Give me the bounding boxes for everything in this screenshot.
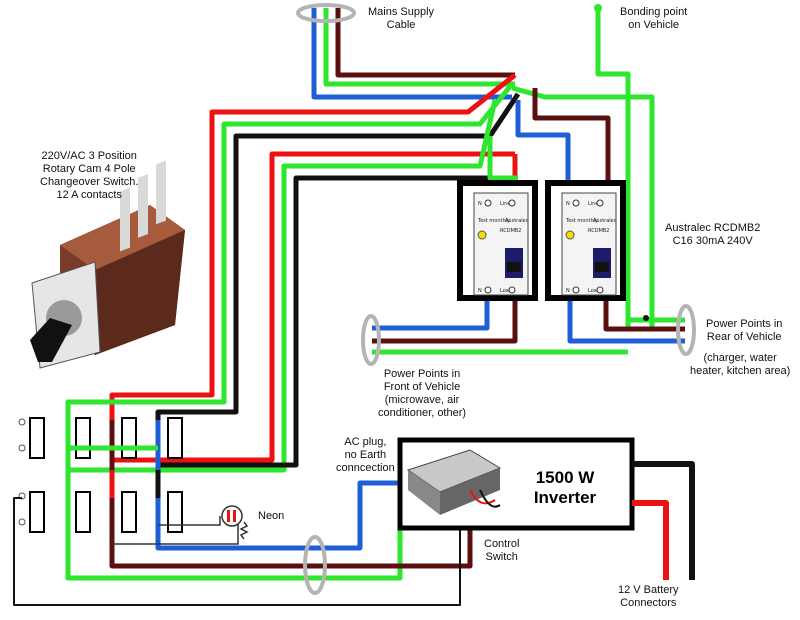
neon-indicator [111, 505, 249, 545]
mains-active-wire [335, 8, 515, 78]
bonding-earth-wires [511, 8, 655, 330]
svg-text:N: N [566, 201, 570, 207]
inverter-cable-ring [303, 535, 327, 595]
inverter-unit [397, 437, 635, 531]
rcd-line-label: Line [500, 201, 510, 207]
switch-feed-wires [65, 73, 521, 473]
svg-text:Line: Line [588, 201, 598, 207]
front-power-wires [372, 298, 628, 355]
neon-label: Neon [258, 510, 285, 522]
black-feed-wire-2 [158, 175, 518, 468]
rcd-unit-front: N Line Test monthly Australec RCDMB2 N L… [457, 180, 538, 301]
black-feed-wire [155, 92, 521, 420]
green-feed-wire-2 [68, 99, 498, 473]
rcd-load-label: Load [500, 288, 512, 294]
mains-supply-wires [311, 8, 515, 100]
rcd-unit-rear: N Line Test monthly Australec RCDMB2 N L… [545, 180, 626, 301]
battery-wires [632, 461, 695, 580]
mains-cable-ring [296, 3, 356, 23]
rear-power-ring [676, 304, 696, 356]
svg-text:Australec: Australec [593, 218, 617, 224]
red-feed-wire-2 [112, 151, 515, 463]
rcd-n-bottom: N [478, 288, 482, 294]
bonding-point-dot [594, 4, 602, 12]
svg-text:RCDMB2: RCDMB2 [588, 228, 610, 234]
rotary-switch-illustration [30, 160, 185, 369]
rcd-model: RCDMB2 [500, 228, 522, 234]
rcd-line-wires [487, 88, 611, 195]
svg-text:Test monthly: Test monthly [565, 218, 598, 224]
mains-neutral-wire [311, 8, 512, 100]
green-feed-wire [65, 82, 514, 420]
rear-power-wires [567, 298, 685, 344]
svg-text:N: N [566, 288, 570, 294]
red-feed-wire [109, 73, 517, 420]
switch-contact-block [18, 417, 183, 533]
mains-earth-wire [323, 8, 515, 87]
rcd-test-label: Test monthly [477, 218, 510, 224]
front-power-ring [361, 314, 381, 366]
switch-lower-wires [13, 420, 473, 606]
rcd-n-top: N [478, 201, 482, 207]
svg-text:Load: Load [588, 288, 600, 294]
rcd-brand: Australec [505, 218, 529, 224]
